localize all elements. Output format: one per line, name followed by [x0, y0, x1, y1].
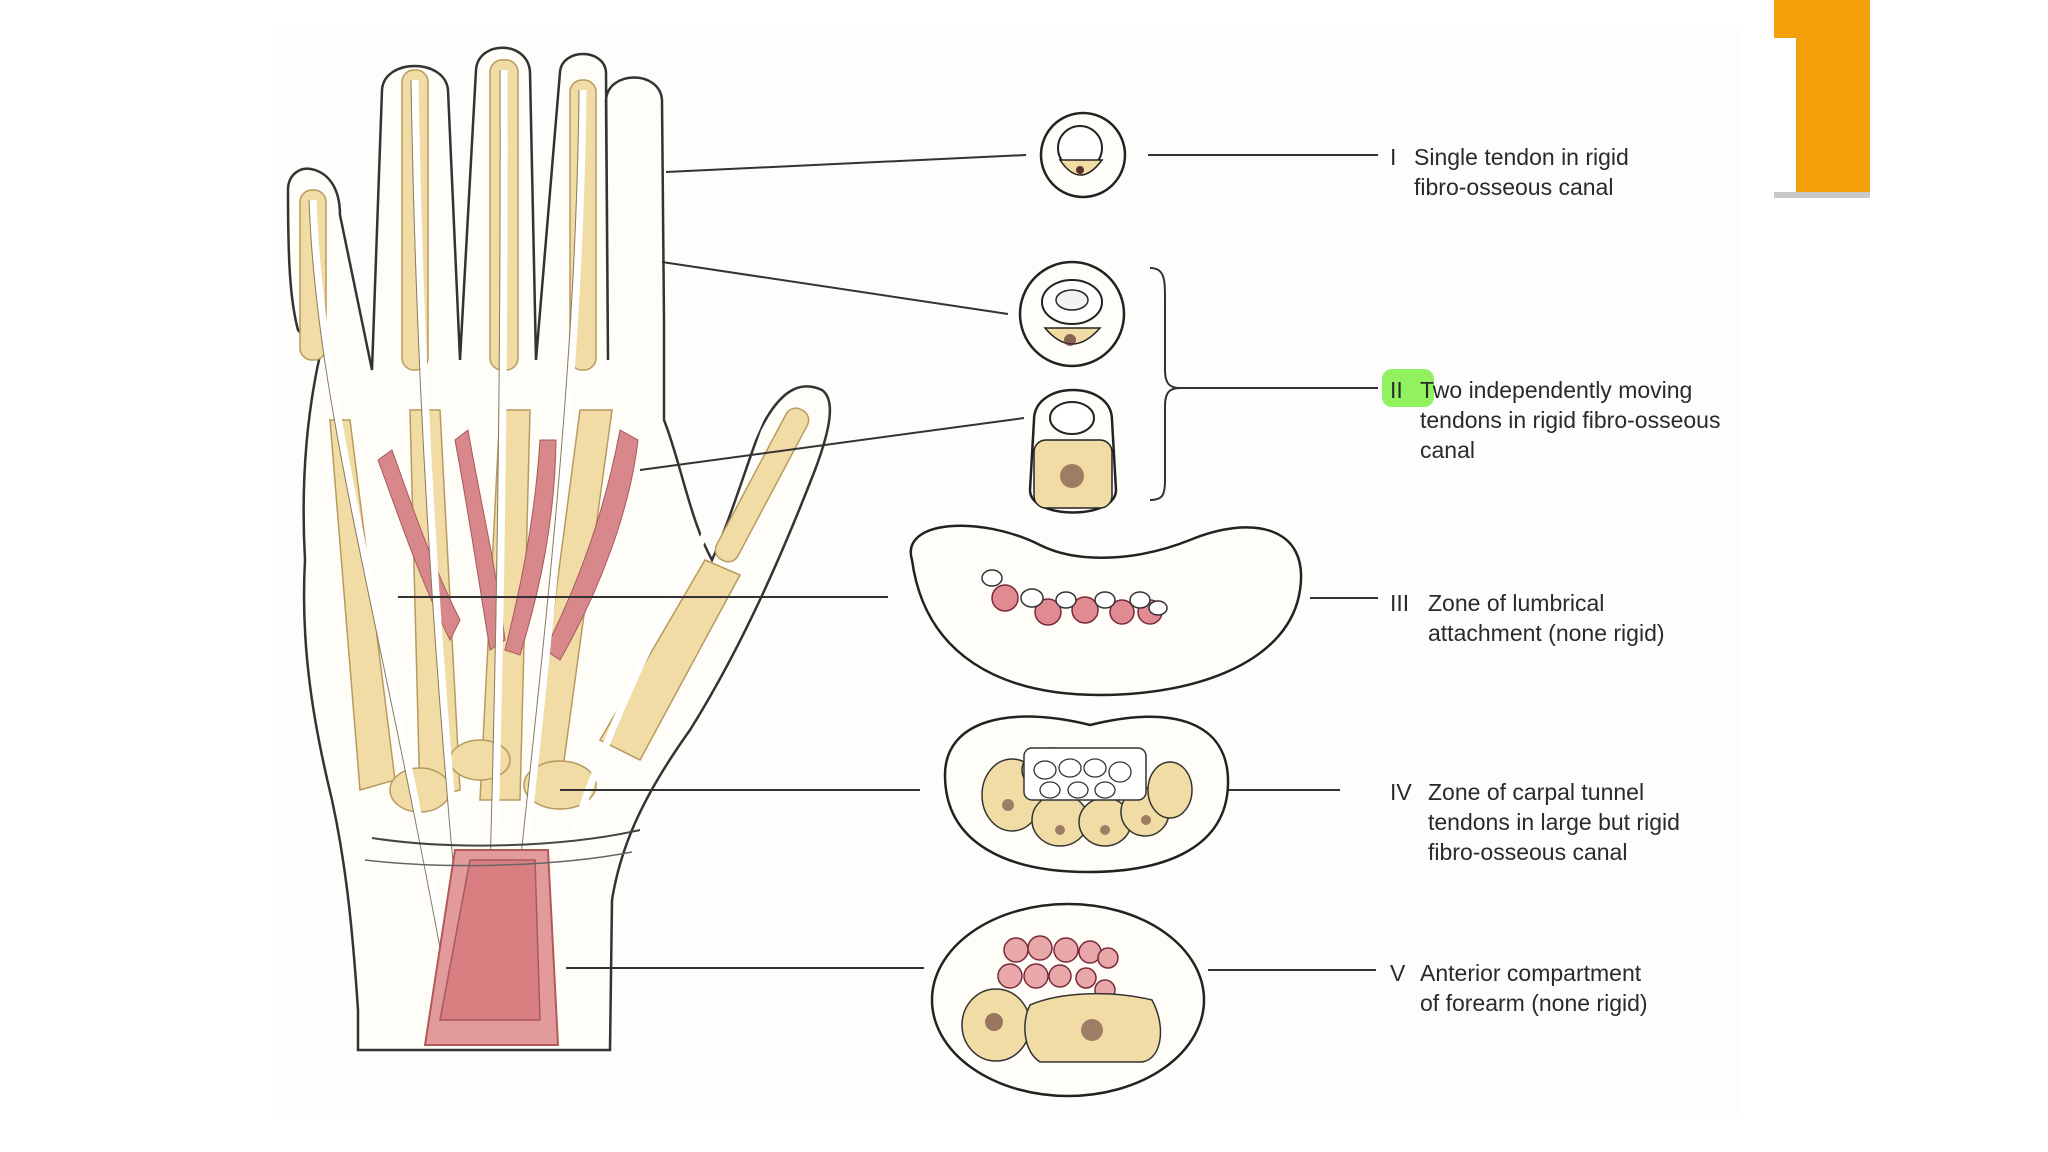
- forearm-muscle-inner: [439, 859, 541, 1021]
- highlight-marker: [1382, 369, 1434, 407]
- cross-section-zone-4: [943, 715, 1230, 874]
- zone-label-2: II Two independently moving tendons in r…: [1382, 369, 1800, 471]
- cross-section-zone-3: [909, 524, 1303, 697]
- zone-numeral: II: [1390, 377, 1403, 403]
- zone-numeral: IV: [1390, 779, 1412, 805]
- zone-label-1: I Single tendon in rigid fibro-osseous c…: [1390, 142, 1790, 206]
- accent-notch: [1774, 38, 1796, 192]
- cross-section-zone-2a: [1018, 260, 1126, 368]
- flexor-tendons: [309, 69, 764, 1001]
- wrist-crease-2: [364, 851, 633, 867]
- leader-lines: [398, 154, 1378, 971]
- zone-description: Anterior compartment of forearm (none ri…: [1420, 960, 1648, 1016]
- zone-description: Two independently moving tendons in rigi…: [1420, 377, 1721, 463]
- zone-description: Zone of carpal tunnel tendons in large b…: [1428, 779, 1680, 865]
- accent-tab: [1774, 0, 1870, 198]
- zone-description: Single tendon in rigid fibro-osseous can…: [1414, 144, 1629, 200]
- accent-shadow: [1774, 192, 1870, 198]
- zone-label-5: V Anterior compartment of forearm (none …: [1390, 958, 1790, 1022]
- zone-label-3: III Zone of lumbrical attachment (none r…: [1390, 588, 1790, 652]
- zone-numeral: V: [1390, 960, 1406, 986]
- zone-description: Zone of lumbrical attachment (none rigid…: [1428, 590, 1665, 646]
- zone-label-4: IV Zone of carpal tunnel tendons in larg…: [1390, 777, 1790, 873]
- cross-section-zone-1: [1039, 111, 1127, 199]
- cross-section-zone-2b: [1028, 388, 1118, 514]
- wrist-crease: [371, 829, 641, 847]
- cross-section-zone-5: [930, 902, 1206, 1098]
- zone-numeral: III: [1390, 590, 1410, 616]
- hand-illustration: [286, 46, 832, 1052]
- zone-numeral: I: [1390, 144, 1397, 170]
